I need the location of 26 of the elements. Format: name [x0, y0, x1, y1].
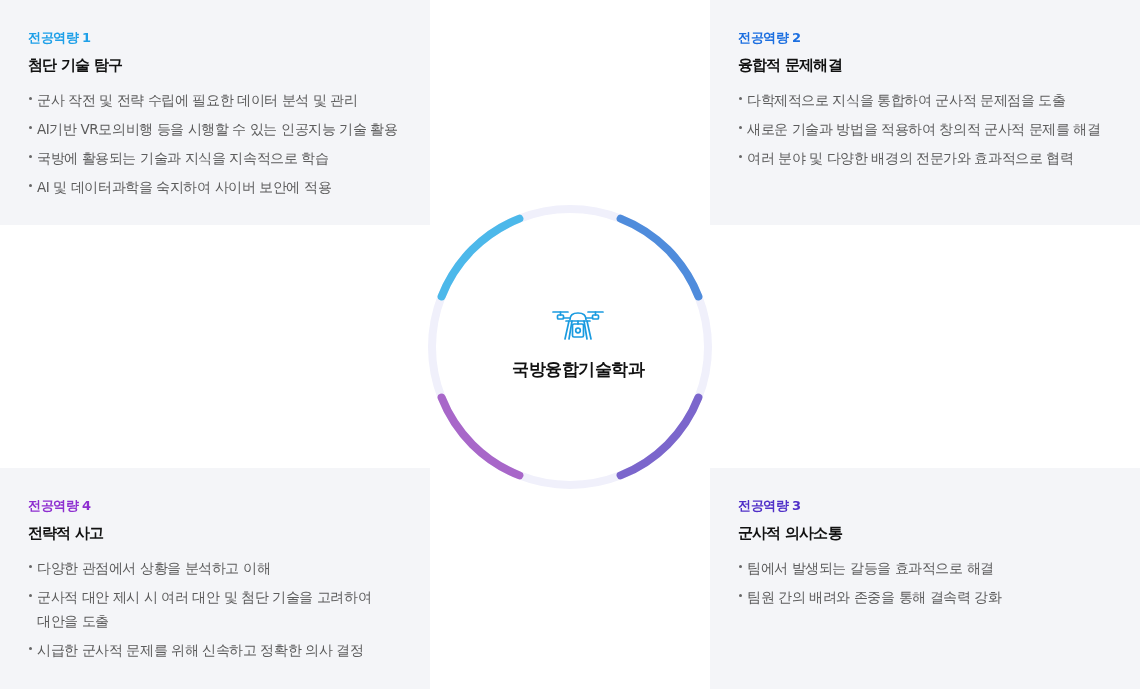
competency-label: 전공역량 4 [28, 497, 91, 515]
bullet-item: 시급한 군사적 문제를 위해 신속하고 정확한 의사 결정 [28, 638, 364, 662]
panel-heading: 융합적 문제해결 [738, 55, 842, 76]
bullet-item: 팀원 간의 배려와 존중을 통해 결속력 강화 [738, 585, 1002, 609]
bullet-item: 여러 분야 및 다양한 배경의 전문가와 효과적으로 협력 [738, 146, 1074, 170]
center-circle [428, 205, 712, 489]
panel-heading: 첨단 기술 탐구 [28, 55, 123, 76]
competency-label: 전공역량 1 [28, 29, 91, 47]
panel-heading: 군사적 의사소통 [738, 523, 842, 544]
bullet-item: 팀에서 발생되는 갈등을 효과적으로 해결 [738, 556, 994, 580]
info-panel [710, 0, 1140, 225]
department-name: 국방융합기술학과 [512, 358, 644, 381]
bullet-item: 다학제적으로 지식을 통합하여 군사적 문제점을 도출 [738, 88, 1066, 112]
bullet-item: 새로운 기술과 방법을 적용하여 창의적 군사적 문제를 해결 [738, 117, 1101, 141]
bullet-item: 다양한 관점에서 상황을 분석하고 이해 [28, 556, 271, 580]
info-panel [710, 468, 1140, 689]
bullet-item: AI 및 데이터과학을 숙지하여 사이버 보안에 적용 [28, 175, 332, 199]
bullet-item: 국방에 활용되는 기술과 지식을 지속적으로 학습 [28, 146, 329, 170]
competency-label: 전공역량 3 [738, 497, 801, 515]
bullet-item: 군사적 대안 제시 시 여러 대안 및 첨단 기술을 고려하여 대안을 도출 [28, 585, 410, 633]
bullet-item: 군사 작전 및 전략 수립에 필요한 데이터 분석 및 관리 [28, 88, 358, 112]
info-panel [0, 0, 430, 225]
bullet-item: AI기반 VR모의비행 등을 시행할 수 있는 인공지능 기술 활용 [28, 117, 398, 141]
panel-heading: 전략적 사고 [28, 523, 104, 544]
competency-label: 전공역량 2 [738, 29, 801, 47]
info-panel [0, 468, 430, 689]
